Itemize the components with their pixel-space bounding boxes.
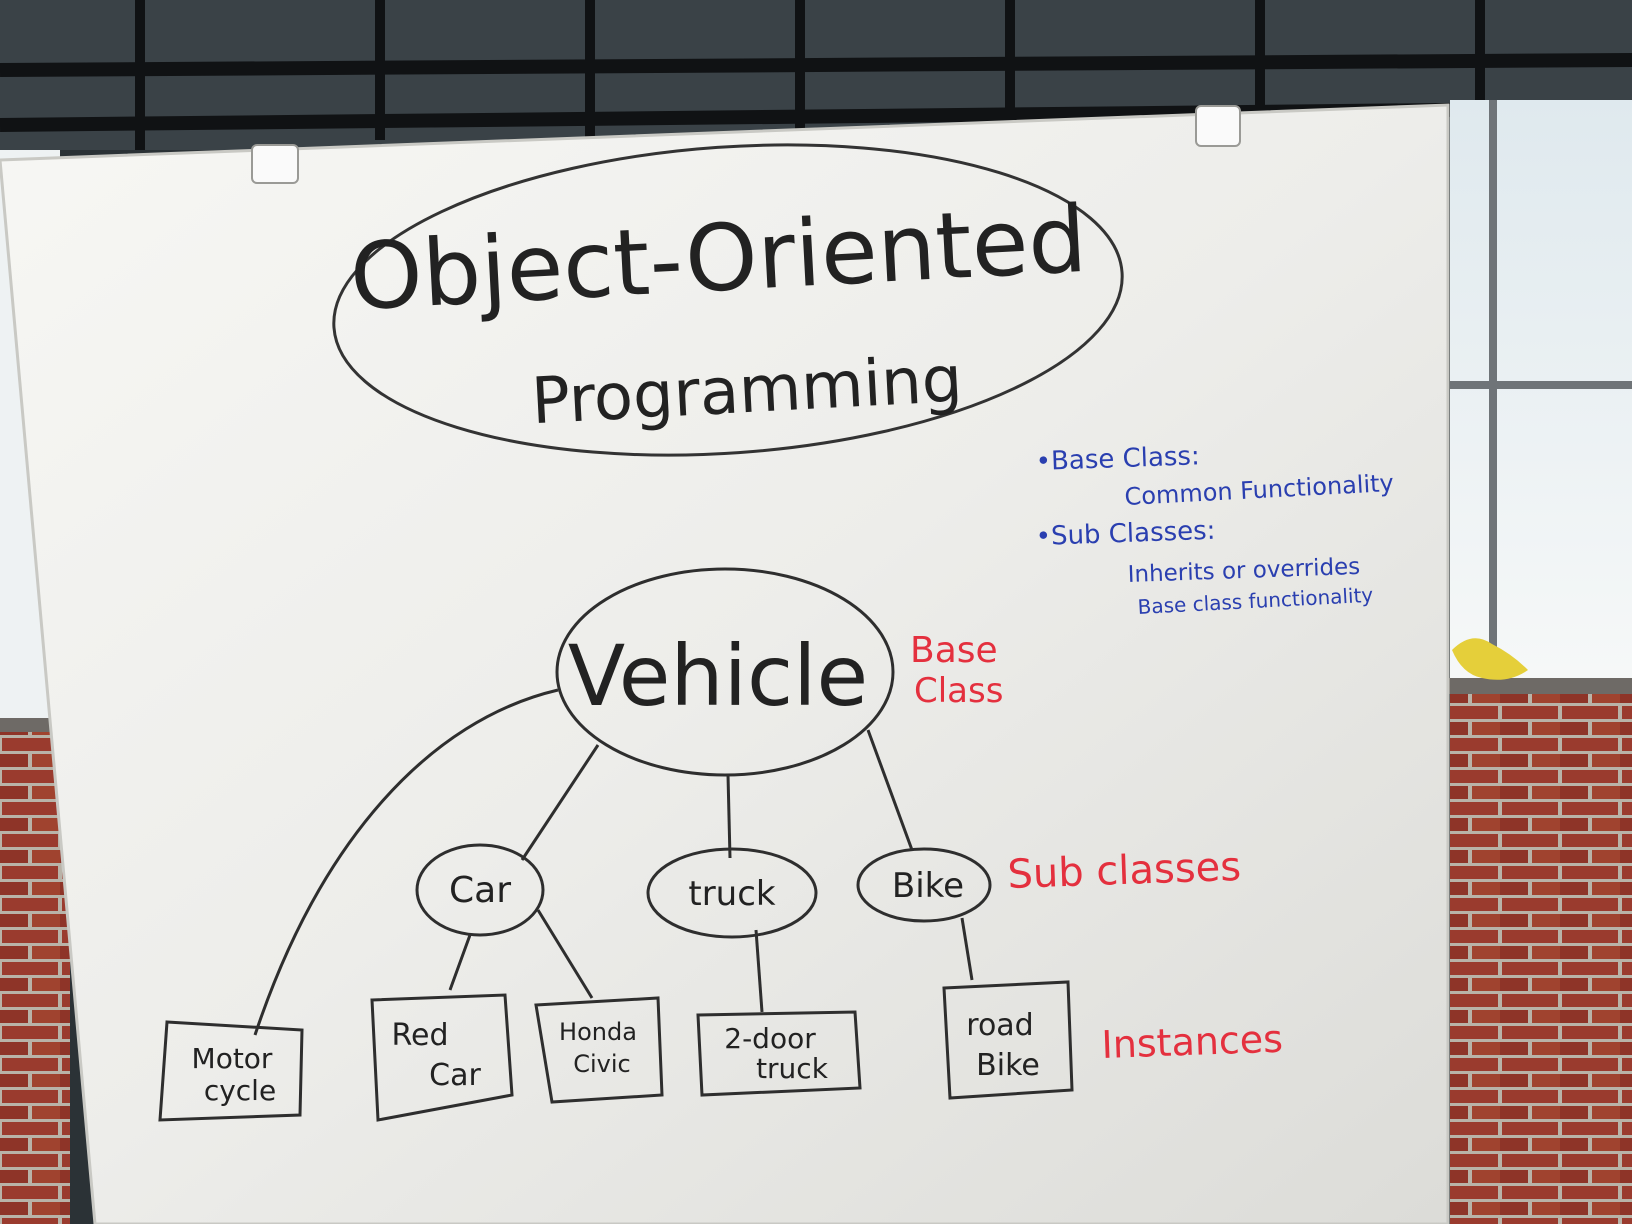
sub-node-car: Car xyxy=(415,843,545,937)
instance-motor-cycle-line2: cycle xyxy=(204,1074,276,1107)
instance-2-door-truck-line1: 2-door xyxy=(724,1022,816,1055)
label-instances: Instances xyxy=(1101,1017,1284,1067)
instance-motor-cycle-line1: Motor xyxy=(192,1042,273,1075)
instance-red-car-line1: Red xyxy=(392,1018,449,1053)
instance-honda-civic-line2: Civic xyxy=(573,1050,631,1078)
sub-node-bike: Bike xyxy=(856,847,992,923)
instance-2-door-truck-line2: truck xyxy=(756,1052,829,1085)
note-sub-classes-heading: •Sub Classes: xyxy=(1035,516,1216,552)
instance-red-car: Red Car xyxy=(370,993,514,1122)
sub-node-bike-label: Bike xyxy=(892,866,964,906)
yellow-object xyxy=(1452,638,1528,680)
right-window xyxy=(1450,100,1632,680)
board-clip-left xyxy=(251,144,299,184)
instance-road-bike: road Bike xyxy=(942,980,1074,1100)
base-node-ellipse xyxy=(555,567,895,777)
sub-node-truck-label: truck xyxy=(688,874,776,914)
title-ellipse xyxy=(332,143,1124,457)
instance-honda-civic: Honda Civic xyxy=(534,996,664,1104)
label-sub-classes: Sub classes xyxy=(1007,844,1242,898)
whiteboard xyxy=(0,103,1450,1224)
right-window-frame xyxy=(1450,100,1632,680)
base-node-label: Vehicle xyxy=(568,627,868,725)
instance-motor-cycle: Motor cycle xyxy=(158,1020,304,1122)
instance-honda-civic-line1: Honda xyxy=(559,1018,637,1046)
label-base-class-2: Class xyxy=(914,671,1003,711)
label-base-class-1: Base xyxy=(910,630,998,671)
instance-road-bike-line2: Bike xyxy=(976,1048,1040,1083)
hierarchy-connectors xyxy=(253,688,974,1036)
instance-red-car-line2: Car xyxy=(429,1058,481,1093)
note-base-class-heading: •Base Class: xyxy=(1035,441,1200,477)
right-brick-wall xyxy=(1450,690,1632,1224)
sub-node-car-label: Car xyxy=(449,870,511,911)
sub-node-truck: truck xyxy=(646,847,818,939)
instance-road-bike-line1: road xyxy=(966,1008,1033,1043)
instance-2-door-truck: 2-door truck xyxy=(696,1010,862,1097)
board-clip-right xyxy=(1195,105,1241,147)
